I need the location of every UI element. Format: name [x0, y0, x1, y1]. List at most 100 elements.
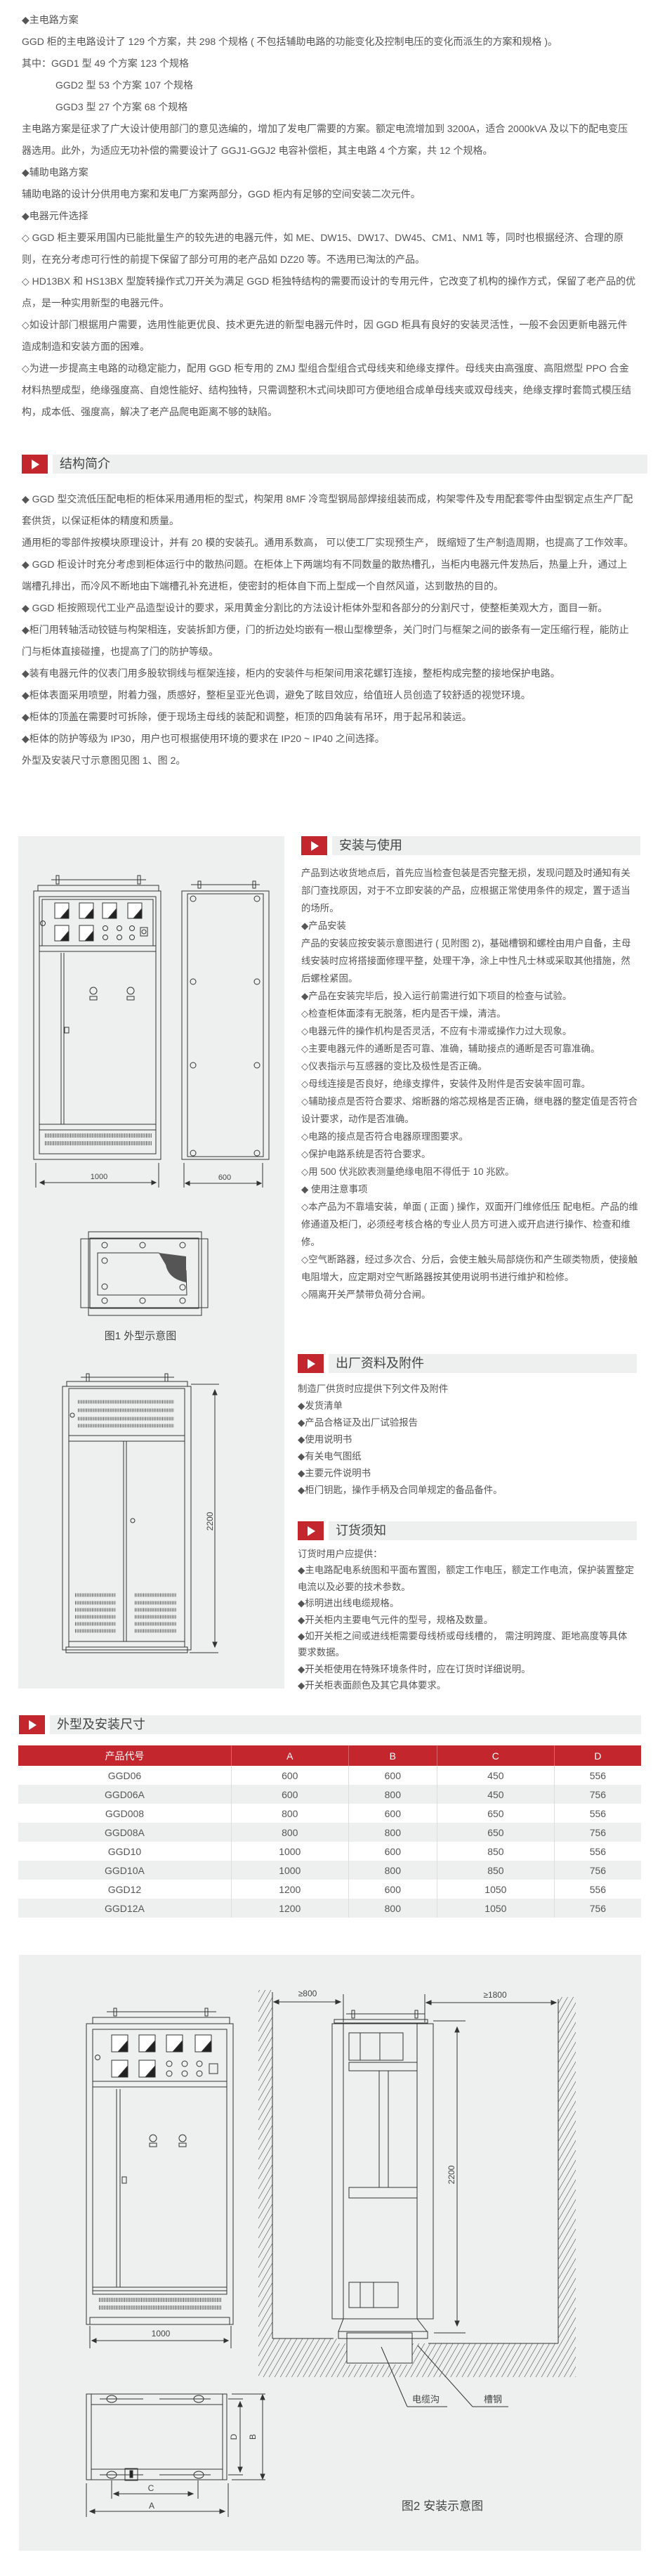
installation-drawing: 1000 ≥800 ≥1800 2200 电缆沟 槽钢	[86, 1989, 576, 2517]
paragraph: ◇ HD13BX 和 HS13BX 型旋转操作式刀开关为满足 GGD 柜独特结构…	[22, 275, 636, 308]
paragraph: ◆ GGD 型交流低压配电柜的柜体采用通用柜的型式，构架用 8MF 冷弯型钢局部…	[22, 493, 633, 526]
paragraph: ◇辅助接点是否符合要求、熔断器的熔芯规格是否正确，继电器的整定值是否符合设计要求…	[301, 1096, 638, 1124]
paragraph: ◆开关柜表面颜色及其它具体要求。	[298, 1680, 447, 1691]
section-header-bar	[332, 836, 640, 855]
paragraph: ◆主电路方案	[22, 14, 79, 25]
paragraph: 辅助电路的设计分供用电方案和发电厂方案两部分，GGD 柜内有足够的空间安装二次元…	[22, 188, 421, 200]
paragraph: ◆ GGD 柜设计时充分考虑到柜体运行中的散热问题。在柜体上下两端均有不同数量的…	[22, 559, 628, 592]
table-cell: 800	[230, 1823, 349, 1842]
play-arrow-icon	[301, 836, 327, 855]
table-cell: 756	[553, 1785, 641, 1804]
dimension-label-height: 2200	[447, 2165, 456, 2184]
paragraph: ◆电器元件选择	[22, 210, 88, 221]
table-cell: 1000	[230, 1842, 349, 1861]
paragraph: ◇用 500 伏兆欧表测量绝缘电阻不得低于 10 兆欧。	[301, 1166, 515, 1177]
section-header-ordering: 订货须知	[298, 1521, 637, 1540]
paragraph: ◇仪表指示与互感器的变比及极性是否正确。	[301, 1061, 487, 1072]
rear-clearance-label: ≥1800	[483, 1990, 507, 2000]
table-cell: 1050	[436, 1899, 555, 1918]
paragraph: ◆使用说明书	[298, 1434, 352, 1445]
paragraph: 外型及安装尺寸示意图见图 1、图 2。	[22, 755, 186, 766]
table-cell: 756	[553, 1899, 641, 1918]
paragraph: GGD2 型 53 个方案 107 个规格	[55, 79, 194, 91]
paragraph: ◇本产品为不靠墙安装，单面 ( 正面 ) 操作，双面开门维修低压 配电柜。产品的…	[301, 1202, 638, 1247]
play-arrow-icon	[298, 1354, 324, 1373]
table-cell: GGD08A	[18, 1823, 232, 1842]
table-cell: 1050	[436, 1880, 555, 1899]
paragraph: ◇空气断路器，经过多次合、分后，会使主触头局部烧伤和产生碳类物质，使接触电阻增大…	[301, 1254, 638, 1282]
paragraph: ◆柜体的防护等级为 IP30，用户也可根据使用环境的要求在 IP20 ~ IP4…	[22, 733, 385, 744]
section-header-dimensions: 外型及安装尺寸	[19, 1715, 641, 1734]
paragraph: 主电路方案是征求了广大设计使用部门的意见选编的，增加了发电厂需要的方案。额定电流…	[22, 123, 628, 156]
paragraph: 订货时用户应提供：	[298, 1549, 383, 1559]
ordering-section: 订货时用户应提供： ◆主电路配电系统图和平面布置图，额定工作电压，额定工作电流，保…	[298, 1546, 635, 1694]
paragraph: ◆产品合格证及出厂试验报告	[298, 1417, 418, 1428]
table-cell: 600	[348, 1766, 437, 1785]
column-header: D	[553, 1745, 641, 1766]
cable-trench-label: 电缆沟	[412, 2394, 440, 2405]
paragraph: ◇隔离开关严禁带负荷分合闸。	[301, 1289, 431, 1300]
table-cell: 650	[436, 1823, 555, 1842]
table-cell: 600	[348, 1880, 437, 1899]
section-header-accessories: 出厂资料及附件	[298, 1354, 637, 1373]
table-cell: 450	[436, 1766, 555, 1785]
paragraph: GGD3 型 27 个方案 68 个规格	[55, 101, 188, 112]
table-cell: 756	[553, 1823, 641, 1842]
paragraph: ◆发货清单	[298, 1400, 343, 1411]
table-cell: GGD12A	[18, 1899, 232, 1918]
table-cell: 600	[230, 1766, 349, 1785]
plan-label-d: D	[229, 2433, 239, 2440]
paragraph: ◇电路的接点是否符合电器原理图要求。	[301, 1131, 468, 1142]
intro-section: ◆主电路方案 GGD 柜的主电路设计了 129 个方案，共 298 个规格 ( 不…	[22, 9, 637, 423]
paragraph: ◇电器元件的操作机构是否灵活，不应有卡滞或操作力过大现象。	[301, 1026, 572, 1036]
accessories-section: 制造厂供货时应提供下列文件及附件 ◆发货清单 ◆产品合格证及出厂试验报告 ◆使用说明书…	[298, 1381, 635, 1499]
side-view-drawing	[181, 880, 270, 1160]
table-cell: 556	[553, 1842, 641, 1861]
paragraph: ◆ 使用注意事项	[301, 1184, 368, 1195]
paragraph: ◆开关柜内主要电气元件的型号，规格及数量。	[298, 1614, 494, 1625]
paragraph: ◇为进一步提高主电路的动稳定能力，配用 GGD 柜专用的 ZMJ 型组合型组合式…	[22, 363, 631, 417]
table-cell: 800	[348, 1785, 437, 1804]
table-cell: GGD10A	[18, 1861, 232, 1880]
paragraph: 产品的安装应按安装示意图进行 ( 见附图 2)，基础槽钢和螺栓由用户自备，主母线…	[301, 938, 631, 984]
paragraph: GGD 柜的主电路设计了 129 个方案，共 298 个规格 ( 不包括辅助电路…	[22, 36, 558, 47]
paragraph: ◇检查柜体面漆有无脱落，柜内是否干燥，清洁。	[301, 1008, 506, 1019]
plan-label-a: A	[149, 2501, 154, 2511]
paragraph: ◆柜体表面采用喷塑，附着力强，质感好，整柜呈亚光色调，避免了眩目效应，给值班人员…	[22, 689, 531, 701]
paragraph: ◇保护电路系统是否符合要求。	[301, 1149, 431, 1159]
column-header: A	[230, 1745, 349, 1766]
paragraph: ◆柜体的顶盖在需要时可拆除，便于现场主母线的装配和调整，柜顶的四角装有吊环，用于…	[22, 711, 472, 722]
plan-label-b: B	[248, 2434, 258, 2440]
table-cell: 800	[348, 1823, 437, 1842]
paragraph: ◆主要元件说明书	[298, 1468, 371, 1478]
table-cell: GGD06	[107, 1769, 142, 1781]
play-arrow-icon	[19, 1715, 45, 1734]
paragraph: 制造厂供货时应提供下列文件及附件	[298, 1384, 449, 1394]
table-cell: 450	[436, 1785, 555, 1804]
paragraph: ◆主电路配电系统图和平面布置图，额定工作电压，额定工作电流，保护装置整定电流以及…	[298, 1565, 634, 1592]
plan-view-drawing	[86, 2393, 265, 2517]
table-cell: 800	[348, 1861, 437, 1880]
wall-floor-hatching	[258, 1990, 576, 2377]
paragraph: ◆有关电气图纸	[298, 1451, 362, 1462]
paragraph: ◇母线连接是否良好，绝缘支撑件，安装件及附件是否安装牢固可靠。	[301, 1079, 591, 1089]
paragraph: 通用柜的零部件按模块原理设计，并有 20 模的安装孔。通用系数高， 可以使工厂实…	[22, 537, 634, 548]
paragraph: 其中：GGD1 型 49 个方案 123 个规格	[22, 58, 190, 69]
section-header-bar	[329, 1354, 637, 1373]
section-title: 结构简介	[60, 457, 110, 471]
clearance-dimensions	[272, 1994, 558, 2334]
dimension-label-depth: 600	[218, 1173, 231, 1182]
table-cell: 556	[553, 1766, 641, 1785]
paragraph: ◆产品安装	[301, 921, 346, 931]
section-title: 外型及安装尺寸	[57, 1717, 145, 1731]
column-header: C	[436, 1745, 555, 1766]
front-clearance-label: ≥800	[298, 1989, 317, 1998]
table-cell: GGD008	[105, 1807, 145, 1819]
rear-view-drawing	[62, 1373, 219, 1653]
